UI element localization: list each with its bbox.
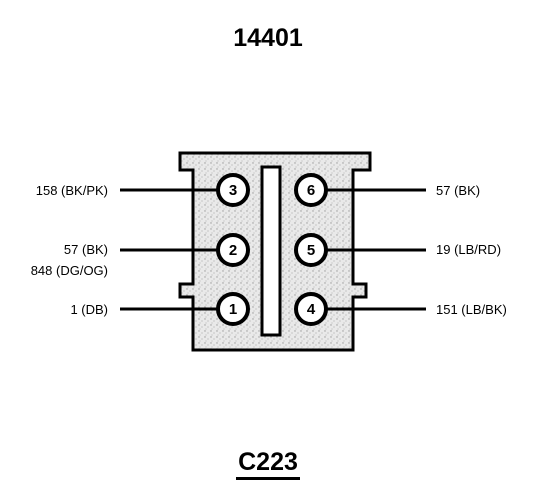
pin-3-circle: [216, 173, 250, 207]
pin-6-number: 6: [307, 182, 315, 199]
wire-label-pin-4: 151 (LB/BK): [436, 302, 507, 317]
pin-2-number: 2: [229, 242, 237, 259]
pin-6-circle: [294, 173, 328, 207]
wire-label-pin-5: 19 (LB/RD): [436, 242, 501, 257]
wire-label-pin-6: 57 (BK): [436, 183, 480, 198]
center-key: [260, 165, 282, 337]
wire-label-pin-2: 57 (BK): [64, 242, 108, 257]
wire-label-pin-2-2: 848 (DG/OG): [31, 263, 108, 278]
pin-5-number: 5: [307, 242, 315, 259]
pin-2-circle: [216, 233, 250, 267]
pin-4-number: 4: [307, 301, 316, 318]
part-number: 14401: [233, 24, 303, 52]
pin-5-circle: [294, 233, 328, 267]
pin-1-circle: [216, 292, 250, 326]
pin-4-circle: [294, 292, 328, 326]
pin-3-number: 3: [229, 182, 237, 199]
connector-id: C223: [236, 448, 300, 480]
pin-1-number: 1: [229, 301, 237, 318]
wire-label-pin-3: 158 (BK/PK): [36, 183, 108, 198]
wire-label-pin-1: 1 (DB): [70, 302, 108, 317]
